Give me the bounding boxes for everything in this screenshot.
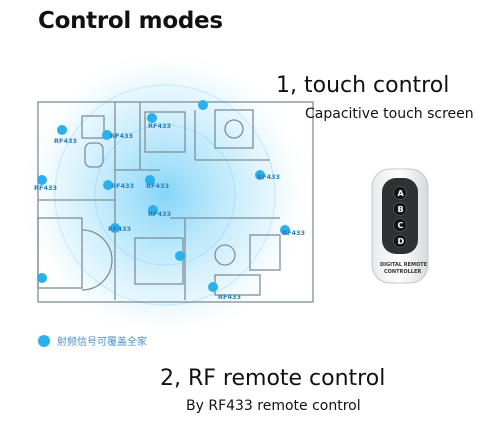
legend-dot-icon: [38, 334, 50, 347]
rf-node-label: RF433: [110, 132, 133, 140]
rf-node-label: RF433: [146, 182, 169, 190]
legend-text: 射频信号可覆盖全家: [57, 337, 147, 348]
svg-text:B: B: [398, 205, 404, 214]
mode2-label: 2, RF remote control: [160, 366, 386, 391]
remote-button-d[interactable]: D: [393, 234, 407, 248]
mode1-label: 1, touch control: [276, 73, 450, 98]
rf-node-label: RF433: [111, 182, 134, 190]
rf-node: [175, 251, 185, 261]
remote-button-c[interactable]: C: [393, 218, 407, 232]
floor-plan-diagram: RF433 RF433 RF433 RF433 RF433 RF433 RF43…: [20, 50, 315, 330]
rf-node-label: RF433: [257, 173, 280, 181]
remote-brand-line2: CONTROLLER: [384, 269, 421, 275]
rf-node-label: RF433: [282, 229, 305, 237]
rf-node: [103, 180, 113, 190]
mode1-description: Capacitive touch screen: [305, 106, 474, 122]
svg-text:C: C: [398, 221, 404, 230]
rf-node: [255, 170, 265, 180]
rf-node: [208, 282, 218, 292]
floor-plan-walls: [37, 101, 314, 303]
remote-button-b[interactable]: B: [393, 202, 407, 216]
remote-brand-line1: DIGITAL REMOTE: [380, 262, 428, 268]
rf-node-label: RF433: [54, 137, 77, 145]
legend: 射频信号可覆盖全家: [38, 333, 147, 348]
signal-coverage: [20, 50, 315, 330]
rf-node-label: RF433: [218, 293, 241, 301]
svg-text:D: D: [398, 237, 405, 246]
remote-button-a[interactable]: A: [393, 186, 407, 200]
rf-node: [37, 273, 47, 283]
rf-node: [102, 130, 112, 140]
rf-node: [147, 113, 157, 123]
rf-node: [37, 175, 47, 185]
rf-node: [110, 223, 120, 233]
rf-node-label: RF433: [148, 122, 171, 130]
rf-node: [148, 205, 158, 215]
rf433-nodes: RF433 RF433 RF433 RF433 RF433 RF433 RF43…: [34, 100, 305, 301]
rf-node-label: RF433: [148, 210, 171, 218]
rf-node: [280, 225, 290, 235]
rf-remote-control: A B C D DIGITAL REMOTE CONTROLLER: [371, 168, 429, 284]
mode2-description: By RF433 remote control: [186, 398, 361, 414]
rf-node: [145, 175, 155, 185]
rf-node-label: RF433: [34, 184, 57, 192]
rf-node: [57, 125, 67, 135]
rf-node-label: RF433: [108, 225, 131, 233]
page-title: Control modes: [38, 8, 223, 34]
rf-node: [198, 100, 208, 110]
svg-text:A: A: [398, 189, 405, 198]
